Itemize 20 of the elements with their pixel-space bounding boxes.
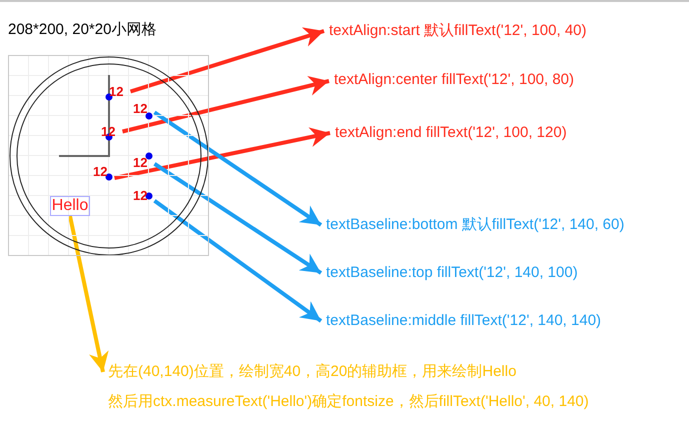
arrow [153, 110, 322, 227]
arrow [114, 127, 330, 180]
code-note: textBaseline:top fillText('12', 140, 100) [321, 263, 578, 283]
number-label: 12 [126, 156, 154, 169]
code-note: textAlign:center fillText('12', 100, 80) [329, 70, 574, 90]
number-label: 12 [126, 189, 154, 202]
arrow [68, 216, 109, 372]
number-label: 12 [126, 102, 154, 115]
arrow [153, 162, 322, 275]
arrow [130, 27, 325, 94]
code-note: textBaseline:middle fillText('12', 140, 140) [321, 311, 602, 331]
code-note: textAlign:end fillText('12', 100, 120) [330, 123, 567, 143]
code-note: textAlign:start 默认fillText('12', 100, 40) [324, 21, 586, 41]
text-box: Hello [50, 196, 90, 216]
number-label: 12 [86, 165, 114, 178]
code-note: textBaseline:bottom 默认fillText('12', 140, 60) [321, 215, 624, 235]
title: 208*200, 20*20小网格 [8, 20, 156, 40]
arrow [153, 199, 322, 323]
code-note: 先在(40,140)位置，绘制宽40，高20的辅助框，用来绘制Hello 然后用ctx.measureText('Hello')确定fontsize，然后fillText('Hello', 40, 140) [103, 357, 589, 417]
arrow [122, 76, 330, 134]
